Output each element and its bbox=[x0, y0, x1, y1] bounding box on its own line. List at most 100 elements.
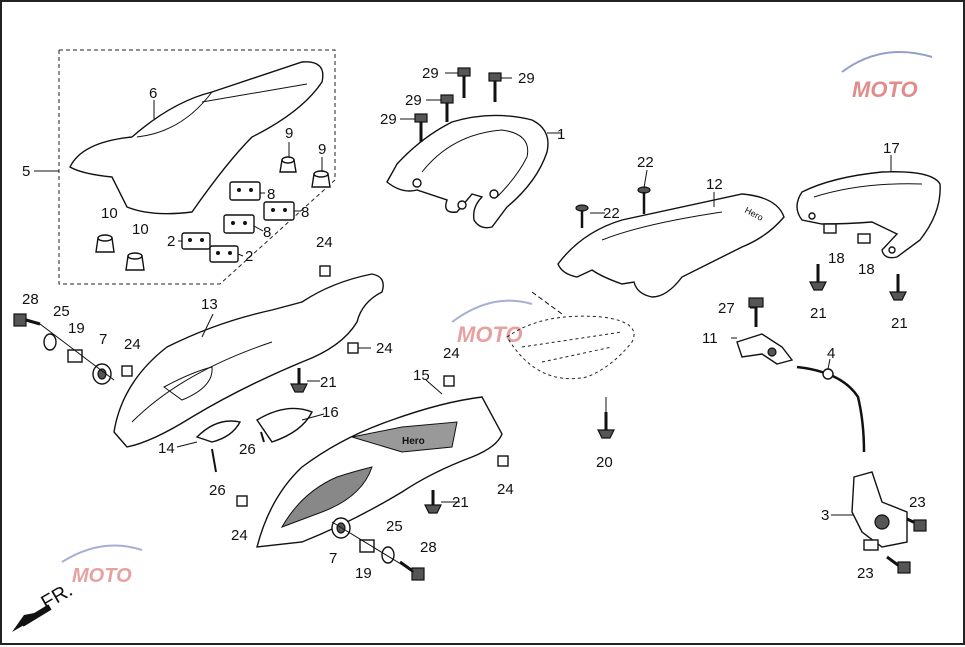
part-label-13: 13 bbox=[201, 296, 218, 313]
part-label-24e: 24 bbox=[497, 481, 514, 498]
part-label-22a: 22 bbox=[637, 154, 654, 171]
right-side-cover[interactable]: Hero bbox=[256, 396, 503, 548]
part-label-25b: 25 bbox=[386, 518, 403, 535]
seat-rubber-2a[interactable] bbox=[181, 232, 211, 250]
part-label-8c: 8 bbox=[263, 224, 271, 241]
front-direction-arrow: FR. bbox=[12, 579, 76, 632]
part-label-8a: 8 bbox=[267, 186, 275, 203]
bolt-29b[interactable] bbox=[488, 72, 502, 102]
bolt-29a[interactable] bbox=[457, 67, 471, 98]
washer-25a[interactable] bbox=[43, 333, 57, 351]
part-label-21c: 21 bbox=[320, 374, 337, 391]
cushion-10b[interactable] bbox=[125, 252, 145, 271]
part-label-4: 4 bbox=[827, 345, 835, 362]
bolt-23a[interactable] bbox=[906, 517, 927, 532]
grommet-7b[interactable] bbox=[331, 517, 351, 539]
part-label-7b: 7 bbox=[329, 550, 337, 567]
part-label-24d: 24 bbox=[443, 345, 460, 362]
seat-rubber-2b[interactable] bbox=[209, 245, 239, 263]
frame-outline bbox=[506, 291, 635, 412]
part-label-23a: 23 bbox=[909, 494, 926, 511]
screw-26b[interactable] bbox=[260, 431, 265, 443]
bolt-23b[interactable] bbox=[886, 555, 911, 574]
clip-14[interactable] bbox=[195, 420, 242, 443]
part-label-24b: 24 bbox=[124, 336, 141, 353]
part-label-24a: 24 bbox=[316, 234, 333, 251]
cushion-9b[interactable] bbox=[311, 170, 331, 188]
part-label-10b: 10 bbox=[132, 221, 149, 238]
cushion-10a[interactable] bbox=[95, 234, 115, 253]
cushion-9a[interactable] bbox=[279, 156, 297, 173]
bolt-21c[interactable] bbox=[290, 368, 308, 393]
part-label-23b: 23 bbox=[857, 565, 874, 582]
part-label-8b: 8 bbox=[301, 204, 309, 221]
seat-rubber-8a[interactable] bbox=[229, 181, 261, 201]
part-label-21b: 21 bbox=[891, 315, 908, 332]
seat[interactable] bbox=[69, 61, 324, 215]
bolt-29c[interactable] bbox=[440, 94, 454, 122]
bolt-21d[interactable] bbox=[424, 490, 442, 514]
part-label-22b: 22 bbox=[603, 205, 620, 222]
luggage-carrier[interactable] bbox=[796, 171, 941, 259]
bolt-21a[interactable] bbox=[809, 264, 827, 291]
clip-16[interactable] bbox=[256, 407, 313, 443]
nut-24c[interactable] bbox=[347, 342, 359, 354]
nut-24f[interactable] bbox=[236, 495, 248, 507]
svg-text:MOTO: MOTO bbox=[72, 565, 132, 587]
part-label-9b: 9 bbox=[318, 141, 326, 158]
part-label-21d: 21 bbox=[452, 494, 469, 511]
seat-lock-bracket[interactable] bbox=[736, 333, 794, 365]
grommet-7a[interactable] bbox=[92, 363, 112, 385]
seat-rubber-8b[interactable] bbox=[263, 201, 295, 221]
bolt-20[interactable] bbox=[597, 412, 615, 439]
collar-19a[interactable] bbox=[67, 349, 83, 363]
bolt-27[interactable] bbox=[748, 297, 764, 327]
washer-25b[interactable] bbox=[381, 546, 395, 564]
part-label-26a: 26 bbox=[239, 441, 256, 458]
part-label-21a: 21 bbox=[810, 305, 827, 322]
svg-text:MOTO: MOTO bbox=[852, 77, 918, 102]
bolt-21b[interactable] bbox=[889, 274, 907, 301]
part-label-10a: 10 bbox=[101, 205, 118, 222]
nut-24e[interactable] bbox=[497, 455, 509, 467]
part-label-2b: 2 bbox=[245, 248, 253, 265]
seat-lock[interactable] bbox=[851, 471, 908, 551]
rear-cowl[interactable]: Hero bbox=[557, 193, 785, 298]
nut-24b[interactable] bbox=[121, 365, 133, 377]
bolt-29d[interactable] bbox=[414, 113, 428, 142]
part-label-2a: 2 bbox=[167, 233, 175, 250]
spacer-18a[interactable] bbox=[823, 223, 837, 234]
nut-24d[interactable] bbox=[443, 375, 455, 387]
part-label-7a: 7 bbox=[99, 331, 107, 348]
part-label-11: 11 bbox=[702, 330, 718, 347]
screw-26a[interactable] bbox=[211, 448, 217, 473]
seat-lock-cable[interactable] bbox=[796, 365, 866, 453]
collar-19b[interactable] bbox=[359, 539, 375, 553]
nut-24a[interactable] bbox=[319, 265, 331, 277]
spacer-18b[interactable] bbox=[857, 233, 871, 244]
part-label-1: 1 bbox=[557, 126, 565, 143]
bolt-28a[interactable] bbox=[13, 313, 41, 327]
part-label-18a: 18 bbox=[828, 250, 845, 267]
part-label-17: 17 bbox=[883, 140, 900, 157]
part-label-12: 12 bbox=[706, 176, 723, 193]
left-side-cover[interactable] bbox=[113, 273, 384, 448]
seat-rubber-8c[interactable] bbox=[223, 214, 255, 234]
part-label-29d: 29 bbox=[380, 111, 397, 128]
screw-22a[interactable] bbox=[637, 186, 651, 214]
part-label-24c: 24 bbox=[376, 340, 393, 357]
watermark-top-right: MOTO bbox=[841, 51, 933, 102]
part-label-29b: 29 bbox=[518, 70, 535, 87]
screw-22b[interactable] bbox=[575, 204, 589, 228]
part-label-15: 15 bbox=[413, 367, 430, 384]
watermark-center: MOTO bbox=[451, 299, 533, 347]
part-label-19a: 19 bbox=[68, 320, 85, 337]
part-label-5: 5 bbox=[22, 163, 30, 180]
grab-rail[interactable] bbox=[386, 114, 549, 229]
part-label-16: 16 bbox=[322, 404, 339, 421]
watermark-bottom-left: MOTO bbox=[61, 544, 143, 587]
part-label-9a: 9 bbox=[285, 125, 293, 142]
part-label-29a: 29 bbox=[422, 65, 439, 82]
